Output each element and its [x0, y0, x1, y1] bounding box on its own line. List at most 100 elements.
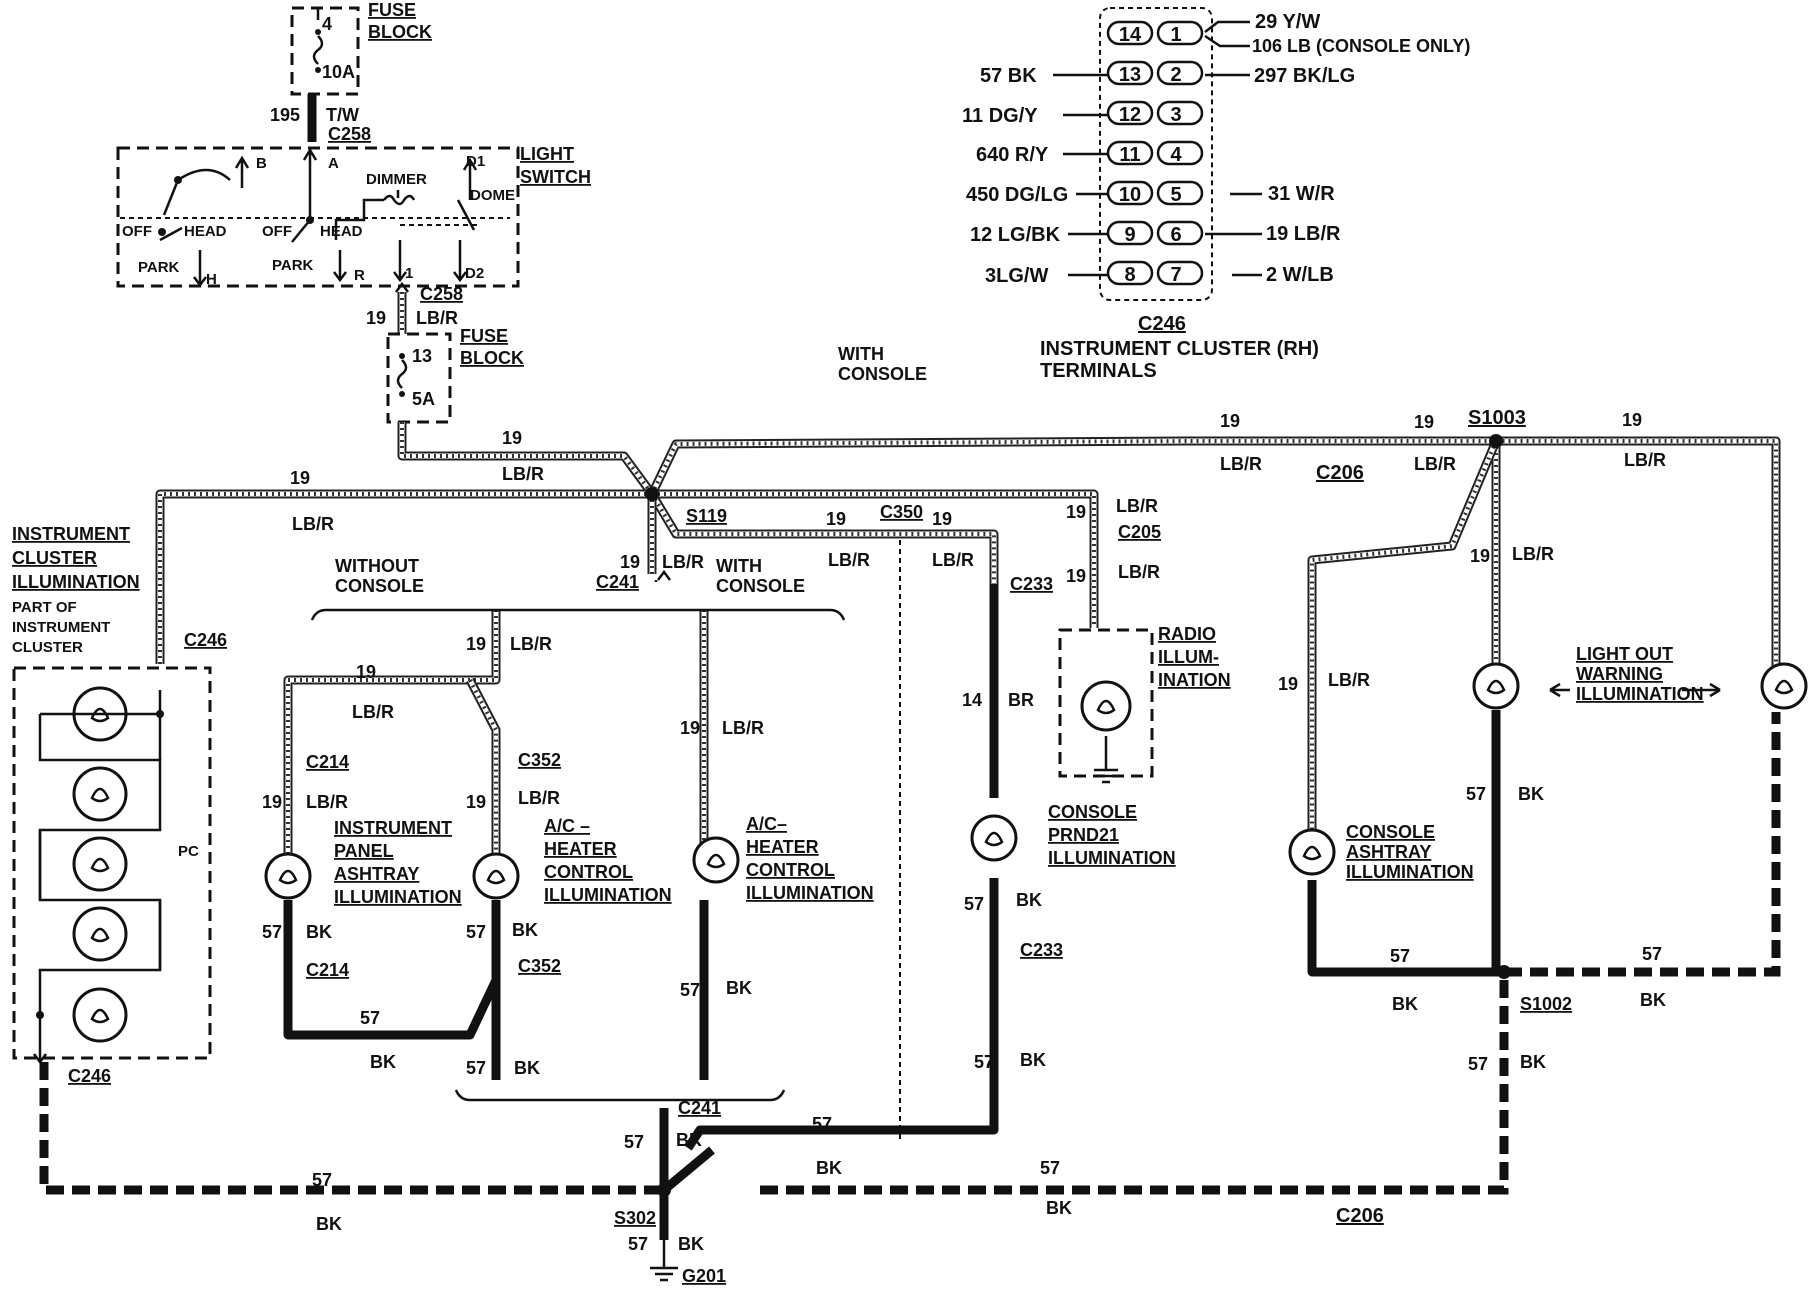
wire-label: LB/R: [1328, 670, 1370, 690]
console-ashtray-label: CONSOLE: [1346, 822, 1435, 842]
wire-label: 19: [1278, 674, 1298, 694]
wire-label: 57: [974, 1052, 994, 1072]
cluster-label: INSTRUMENT: [12, 524, 130, 544]
wire-label: LB/R: [1220, 454, 1262, 474]
connector-c214: C214: [306, 960, 349, 980]
wire-label: LB/R: [1624, 450, 1666, 470]
wire-label: 14: [962, 690, 982, 710]
wire-label: 19: [466, 792, 486, 812]
wire-label: BK: [1392, 994, 1418, 1014]
pin-number: 13: [1119, 64, 1141, 86]
ac-heater-label: A/C –: [544, 816, 590, 836]
fuse-block-label: BLOCK: [368, 22, 432, 42]
group-label: WITHOUT: [335, 556, 419, 576]
pin-number: 9: [1124, 224, 1135, 246]
light-out-label: ILLUMINATION: [1576, 684, 1704, 704]
light-out-bulb: [1472, 662, 1520, 710]
wire-label: BK: [316, 1214, 342, 1234]
connector-c246: C246: [184, 630, 227, 650]
wire-label: LB/R: [1118, 562, 1160, 582]
wire-label: LB/R: [1512, 544, 1554, 564]
pin-label-57bk: 57 BK: [980, 65, 1037, 87]
wire-label: 57: [1390, 946, 1410, 966]
wire-label: LB/R: [416, 308, 458, 328]
fuse-block-mid: 13 5A FUSE BLOCK: [386, 326, 524, 424]
pin-label-29yw: 29 Y/W: [1255, 11, 1320, 33]
connector-c352: C352: [518, 956, 561, 976]
switch-position: PARK: [138, 259, 180, 276]
switch-position: DOME: [470, 187, 515, 204]
wire-label: 57: [466, 922, 486, 942]
wire-label: BR: [1008, 690, 1034, 710]
pin-row: 13 2: [1106, 60, 1204, 86]
ac-heater-bulb: [692, 836, 740, 884]
wire-label: BK: [370, 1052, 396, 1072]
wire-label: 19: [1622, 410, 1642, 430]
wire-label: LB/R: [292, 514, 334, 534]
splice-label: S302: [614, 1208, 656, 1228]
wire-label: T/W: [326, 105, 359, 125]
pin-label-450dglg: 450 DG/LG: [966, 184, 1068, 206]
wire-label: LB/R: [662, 552, 704, 572]
pin-number: 2: [1170, 64, 1181, 86]
cluster-bulb: [72, 766, 128, 822]
light-out-label: WARNING: [1576, 664, 1663, 684]
wire-label: 19: [620, 552, 640, 572]
wire-label: 19: [826, 509, 846, 529]
bulbs: [72, 662, 1808, 1043]
connector-c205: C205: [1118, 522, 1161, 542]
wire-label: 57: [628, 1234, 648, 1254]
splice-label: S1003: [1468, 407, 1526, 429]
pin-number: 4: [1170, 144, 1182, 166]
ac-heater-label: HEATER: [544, 839, 617, 859]
pin-label-297bklg: 297 BK/LG: [1254, 65, 1355, 87]
pin-number: 11: [1119, 144, 1140, 166]
connector-c258: C258: [420, 284, 463, 304]
fuse-number: 4: [322, 14, 332, 34]
pin-label-11dgy: 11 DG/Y: [962, 105, 1038, 127]
cluster-note: CLUSTER: [12, 639, 83, 656]
wire-label: BK: [512, 920, 538, 940]
group-label: CONSOLE: [335, 576, 424, 596]
pin-label-19lbr: 19 LB/R: [1266, 223, 1341, 245]
splice-label: S1002: [1520, 994, 1572, 1014]
wire-label: LB/R: [1414, 454, 1456, 474]
wire-label: 19: [466, 634, 486, 654]
switch-position: OFF: [262, 223, 292, 240]
pin-number: 5: [1170, 184, 1181, 206]
radio-label: ILLUM-: [1158, 647, 1219, 667]
switch-position: HEAD: [184, 223, 227, 240]
ashtray-label: ILLUMINATION: [334, 887, 462, 907]
switch-position: PARK: [272, 257, 314, 274]
wire-label: 19: [1414, 412, 1434, 432]
radio-bulb: [1080, 680, 1132, 732]
light-switch-label: LIGHT: [520, 144, 574, 164]
group-label: WITH: [716, 556, 762, 576]
light-out-label: LIGHT OUT: [1576, 644, 1673, 664]
terminal-label: B: [256, 155, 267, 172]
wire-label: 195: [270, 105, 300, 125]
wire-label: BK: [1518, 784, 1544, 804]
ac-heater-label: A/C–: [746, 814, 787, 834]
radio-label: INATION: [1158, 670, 1231, 690]
light-switch-label: SWITCH: [520, 167, 591, 187]
fuse-number: 13: [412, 346, 432, 366]
ashtray-label: INSTRUMENT: [334, 818, 452, 838]
prnd-label: ILLUMINATION: [1048, 848, 1176, 868]
group-label: WITH: [838, 344, 884, 364]
pin-row: 11 4: [1106, 140, 1204, 166]
terminal-label: D1: [466, 153, 485, 170]
pin-label-2wlb: 2 W/LB: [1266, 264, 1334, 286]
wire-label: 57: [360, 1008, 380, 1028]
light-switch: LIGHT SWITCH B A D1 H R 1 D2 OFF HEAD: [116, 144, 591, 288]
wire-label: 57: [466, 1058, 486, 1078]
console-ashtray-label: ILLUMINATION: [1346, 862, 1474, 882]
connector-c206: C206: [1316, 462, 1364, 484]
terminal-label: A: [328, 155, 339, 172]
wire-label: BK: [306, 922, 332, 942]
